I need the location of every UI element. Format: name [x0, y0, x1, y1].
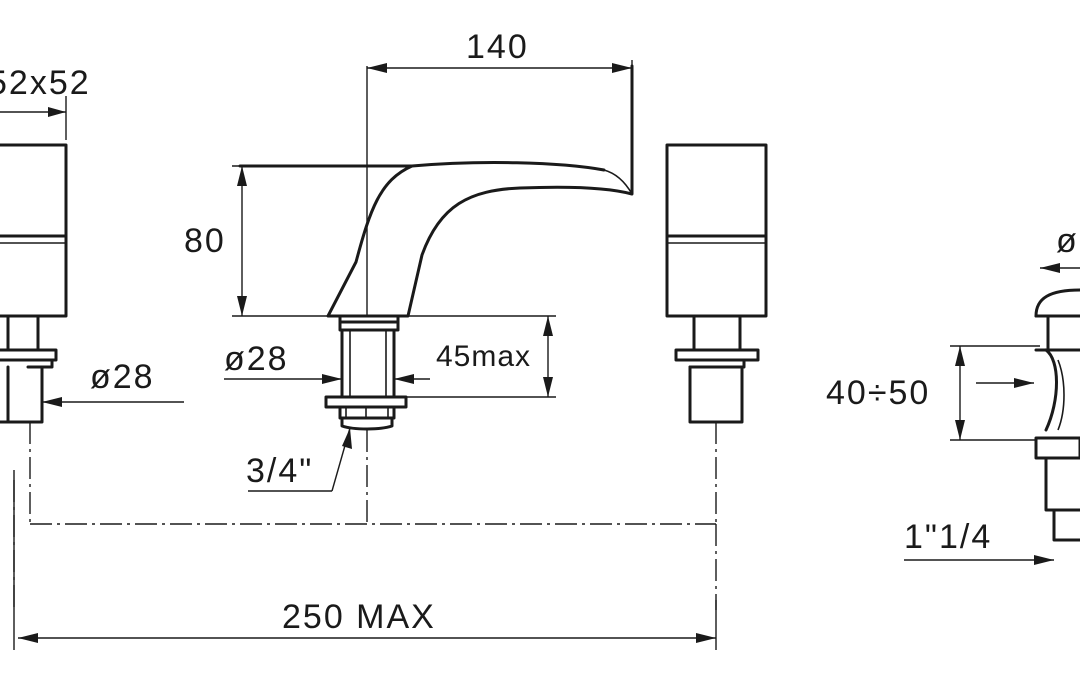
waste-side-view — [1034, 288, 1080, 542]
left-handle — [0, 143, 68, 424]
spout-length-label: 140 — [466, 28, 529, 66]
dimension-deck-range: 40÷50 — [826, 345, 1040, 441]
waste-thread-label: 1"1/4 — [904, 518, 992, 556]
dimension-spout-length: 140 — [366, 28, 633, 316]
dimension-center-diameter: ø28 — [224, 340, 430, 384]
dimension-clamp-max: 45max — [398, 315, 556, 398]
handle-size-label: 52x52 — [0, 64, 91, 102]
dimension-total-width: 250 MAX — [13, 470, 717, 650]
dimension-inlet-thread: 3/4" — [246, 427, 352, 492]
center-lines — [13, 422, 717, 610]
dimension-right-diameter: ø — [1040, 222, 1080, 273]
dimension-waste-thread: 1"1/4 — [904, 518, 1054, 565]
left-diameter-label: ø28 — [90, 358, 155, 396]
dimension-left-diameter: ø28 — [42, 358, 184, 407]
inlet-thread-label: 3/4" — [246, 452, 313, 490]
spout — [238, 64, 634, 431]
spout-height-label: 80 — [184, 222, 226, 260]
deck-range-label: 40÷50 — [826, 374, 930, 412]
dimension-handle-size: 52x52 — [0, 64, 91, 140]
right-handle — [665, 143, 768, 424]
right-diameter-label: ø — [1056, 222, 1079, 260]
total-width-label: 250 MAX — [282, 598, 436, 636]
center-diameter-label: ø28 — [224, 340, 289, 378]
dimension-spout-height: 80 — [184, 165, 412, 317]
clamp-max-label: 45max — [436, 340, 531, 373]
